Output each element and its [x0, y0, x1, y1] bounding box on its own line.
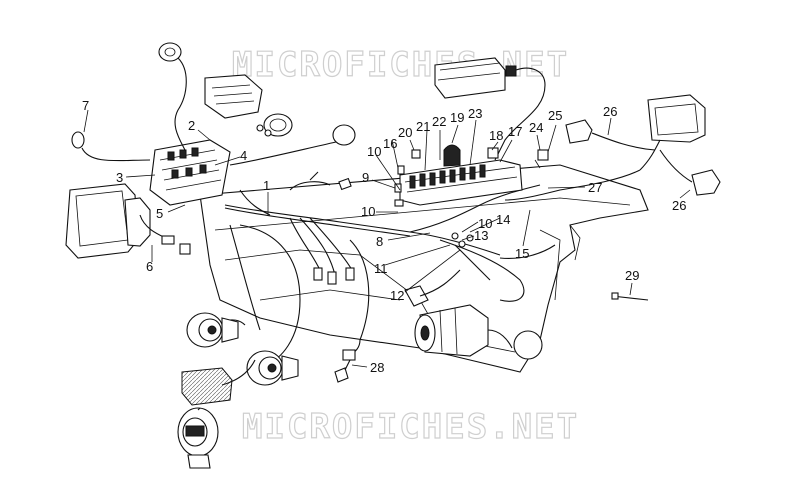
taillight	[639, 94, 706, 171]
callout-9: 9	[362, 170, 369, 185]
callout-3: 3	[116, 170, 123, 185]
callout-1: 1	[263, 178, 270, 193]
starter-motor	[414, 304, 513, 357]
callout-25: 25	[548, 108, 562, 123]
callout-17: 17	[508, 124, 522, 139]
callout-14: 14	[496, 212, 510, 227]
callout-19: 19	[450, 110, 464, 125]
callout-26a: 26	[603, 104, 617, 119]
turn-signal-right	[659, 149, 721, 196]
fuse-box	[149, 139, 231, 206]
callout-6: 6	[146, 259, 153, 274]
callout-labels: 1 2 3 4 5 6 7 8 9 10 10 10 11 12 13 14 1…	[82, 98, 686, 375]
callout-20: 20	[398, 125, 412, 140]
horn-right	[246, 350, 299, 386]
callout-5: 5	[156, 206, 163, 221]
cable-tie	[611, 292, 649, 301]
connector-12	[404, 269, 461, 307]
leader-lines	[83, 109, 691, 368]
callout-10b: 10	[361, 204, 375, 219]
main-harness	[224, 171, 556, 366]
callout-28: 28	[370, 360, 384, 375]
turn-signal-left	[565, 119, 656, 151]
callout-24: 24	[529, 120, 543, 135]
connector-6	[139, 214, 191, 255]
callout-4: 4	[240, 148, 247, 163]
horn-left	[186, 312, 246, 348]
watermark-bottom: MICROFICHES.NET	[242, 407, 579, 447]
callout-27: 27	[588, 180, 602, 195]
callout-10a: 10	[367, 144, 381, 159]
handlebar-switch-left	[71, 131, 151, 162]
watermark-top: MICROFICHES.NET	[232, 45, 569, 85]
callout-29: 29	[625, 268, 639, 283]
handlebar-switch-right	[229, 124, 356, 166]
instrument-cluster	[204, 74, 293, 137]
callout-21: 21	[416, 119, 430, 134]
callout-22: 22	[432, 114, 446, 129]
callout-2: 2	[188, 118, 195, 133]
control-unit	[434, 57, 546, 161]
ignition-switch	[158, 42, 187, 151]
headlamp	[65, 183, 151, 259]
callout-10c: 10	[478, 216, 492, 231]
pressure-switch	[334, 339, 361, 383]
callout-18: 18	[489, 128, 503, 143]
callout-23: 23	[468, 106, 482, 121]
voltage-regulator	[181, 359, 256, 406]
callout-8: 8	[376, 234, 383, 249]
callout-12: 12	[390, 288, 404, 303]
callout-26b: 26	[672, 198, 686, 213]
callout-16: 16	[383, 136, 397, 151]
callout-7: 7	[82, 98, 89, 113]
callout-15: 15	[515, 246, 529, 261]
battery	[177, 407, 219, 469]
frame	[199, 164, 649, 373]
callout-13: 13	[474, 228, 488, 243]
callout-11: 11	[374, 261, 388, 276]
relay-panel	[394, 144, 549, 207]
